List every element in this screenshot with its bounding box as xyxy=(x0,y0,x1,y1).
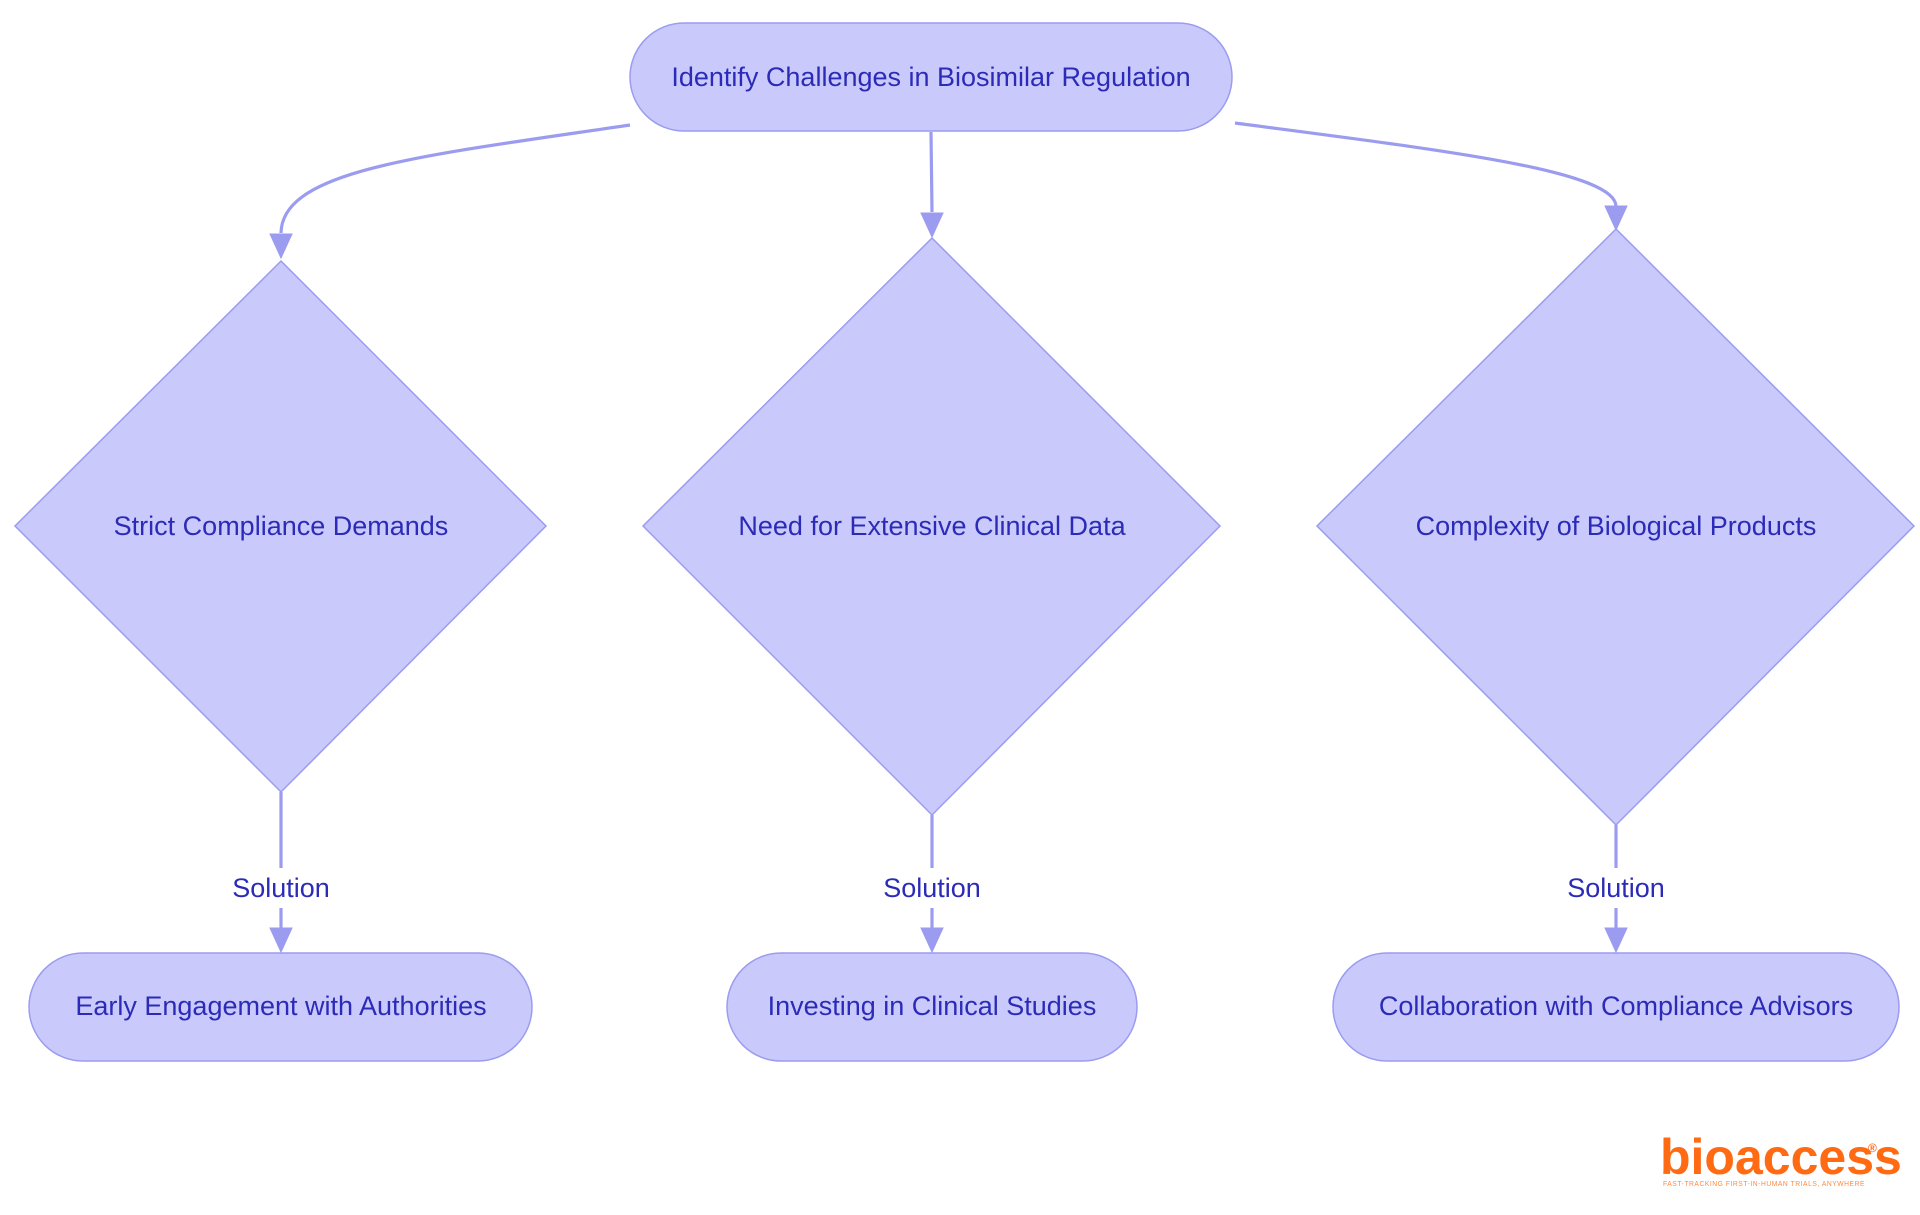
arrowhead xyxy=(920,212,944,239)
edge-label-text: Solution xyxy=(883,873,981,903)
root-node-label: Identify Challenges in Biosimilar Regula… xyxy=(671,62,1190,92)
decision-node-label: Need for Extensive Clinical Data xyxy=(738,511,1126,541)
bioaccess-logo: bioaccess ® FAST-TRACKING FIRST-IN-HUMAN… xyxy=(1660,1129,1902,1188)
decision-node-complexity: Complexity of Biological Products xyxy=(1315,227,1916,827)
edge-label-solution-2: Solution xyxy=(876,868,988,908)
edge-label-text: Solution xyxy=(1567,873,1665,903)
arrowhead xyxy=(269,927,293,954)
solution-node-label: Investing in Clinical Studies xyxy=(768,991,1097,1021)
logo-tagline: FAST-TRACKING FIRST-IN-HUMAN TRIALS, ANY… xyxy=(1663,1179,1865,1188)
edge-label-solution-3: Solution xyxy=(1560,868,1672,908)
edge-root-to-clinical-data xyxy=(920,131,944,239)
edge-root-to-complexity xyxy=(1234,121,1628,232)
logo-wordmark: bioaccess xyxy=(1660,1129,1902,1185)
solution-node-engagement: Early Engagement with Authorities xyxy=(28,952,533,1062)
arrowhead xyxy=(920,927,944,954)
decision-node-compliance: Strict Compliance Demands xyxy=(13,259,548,794)
solution-node-label: Early Engagement with Authorities xyxy=(75,991,486,1021)
decision-node-label: Strict Compliance Demands xyxy=(114,511,449,541)
solution-node-collaboration: Collaboration with Compliance Advisors xyxy=(1332,952,1900,1062)
arrowhead xyxy=(1604,205,1628,232)
edge-label-text: Solution xyxy=(232,873,330,903)
solution-node-studies: Investing in Clinical Studies xyxy=(726,952,1138,1062)
logo-registered-mark: ® xyxy=(1868,1141,1877,1155)
edge-root-to-compliance xyxy=(269,123,631,260)
decision-node-clinical-data: Need for Extensive Clinical Data xyxy=(641,236,1222,817)
arrowhead xyxy=(1604,927,1628,954)
edge-label-solution-1: Solution xyxy=(225,868,337,908)
solution-node-label: Collaboration with Compliance Advisors xyxy=(1379,991,1853,1021)
decision-node-label: Complexity of Biological Products xyxy=(1416,511,1817,541)
root-node: Identify Challenges in Biosimilar Regula… xyxy=(629,22,1233,132)
arrowhead xyxy=(269,233,293,260)
